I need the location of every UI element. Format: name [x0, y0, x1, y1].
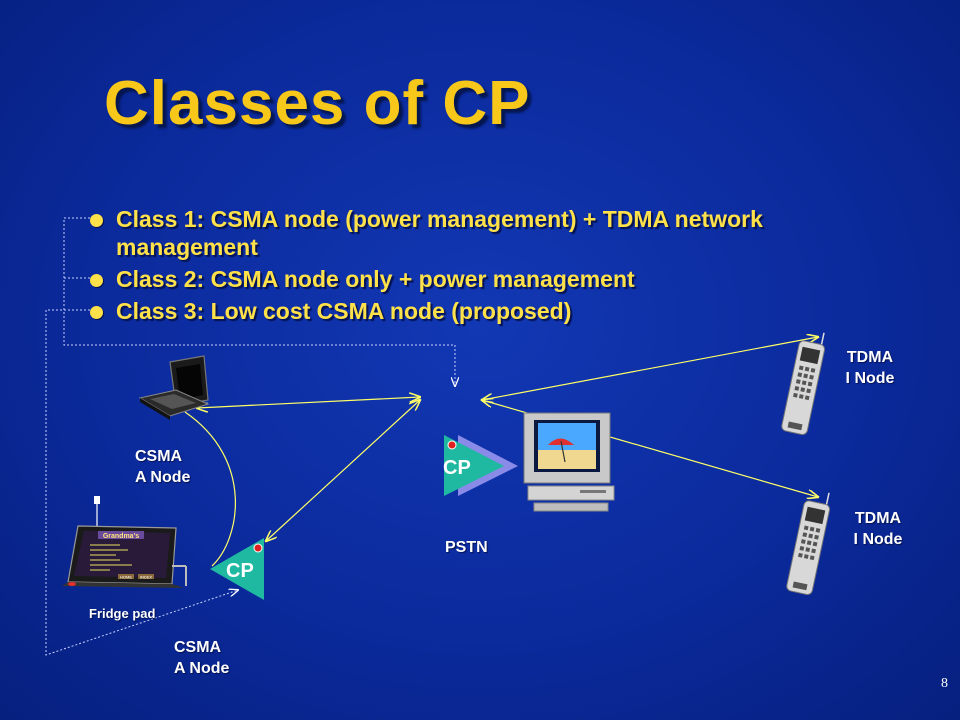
tdma-node-label-bottom: TDMA I Node: [843, 508, 913, 550]
bullet-dot: [90, 214, 103, 227]
computer-icon: [523, 412, 615, 512]
bullet-text: Class 1: CSMA node (power management) + …: [116, 206, 763, 232]
label-line: TDMA: [846, 349, 894, 366]
cp-main-label: CP: [443, 457, 471, 479]
bullet-text: Class 3: Low cost CSMA node (proposed): [116, 298, 572, 324]
pstn-label: PSTN: [445, 539, 488, 556]
fridge-btn-index: INDEX: [140, 575, 153, 580]
phone-icon: [786, 492, 831, 595]
fridge-pad-label: Fridge pad: [89, 606, 156, 621]
csma-node-label-laptop: CSMA A Node: [135, 446, 190, 488]
label-line: CSMA: [135, 448, 183, 465]
label-line: TDMA: [854, 510, 902, 527]
fridge-pad-icon: Grandma's HOME INDEX: [62, 496, 187, 588]
csma-node-label-bottom: CSMA A Node: [174, 637, 229, 679]
cp-small-label: CP: [226, 560, 254, 582]
slide-title: Classes of CP: [104, 69, 531, 138]
label-line: A Node: [135, 469, 191, 486]
bullet-class-3: Class 3: Low cost CSMA node (proposed): [90, 297, 910, 325]
cp-small-icon: CP: [210, 538, 264, 600]
tdma-node-label-top: TDMA I Node: [835, 347, 905, 389]
bullet-dot: [90, 306, 103, 319]
bullet-text: Class 2: CSMA node only + power manageme…: [116, 266, 635, 292]
fridge-btn-home: HOME: [120, 575, 132, 580]
bullet-bracket-lines: [45, 217, 455, 656]
label-line: CSMA: [174, 639, 222, 656]
page-number: 8: [941, 676, 948, 691]
bullet-class-1: Class 1: CSMA node (power management) + …: [90, 205, 910, 261]
label-line: A Node: [174, 660, 230, 677]
label-line: I Node: [853, 531, 903, 548]
phone-icon: [781, 332, 826, 435]
bullet-text-continued: management: [116, 234, 258, 260]
label-line: I Node: [845, 370, 895, 387]
connection-lines: [184, 337, 818, 567]
bullet-dot: [90, 274, 103, 287]
bullet-class-2: Class 2: CSMA node only + power manageme…: [90, 265, 910, 293]
fridge-screen-title: Grandma's: [103, 533, 139, 540]
cp-main-icon: CP: [443, 435, 518, 496]
laptop-icon: [138, 355, 210, 420]
